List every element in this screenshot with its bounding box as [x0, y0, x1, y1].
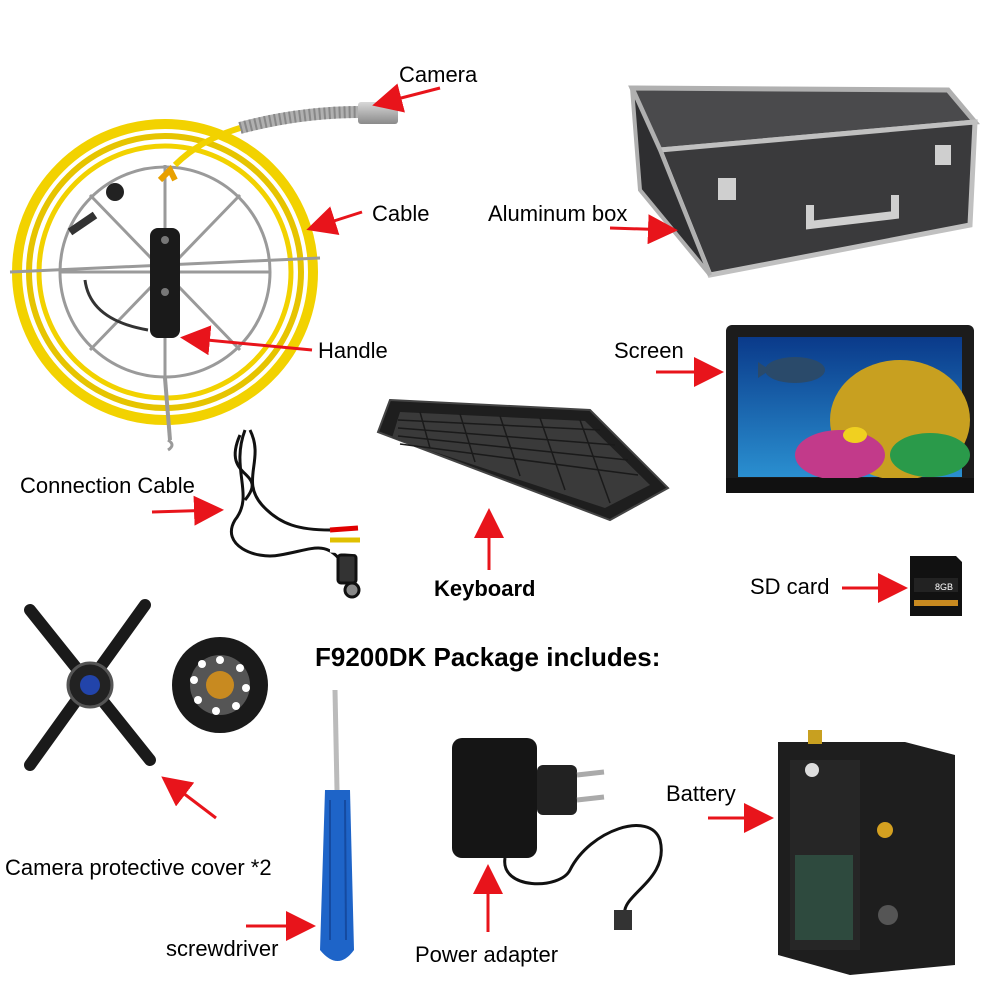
label-keyboard: Keyboard — [434, 576, 536, 601]
sd-card-image: 8GB — [910, 556, 962, 616]
label-connection-cable: Connection Cable — [20, 473, 195, 498]
keyboard-image — [376, 398, 670, 522]
battery-image — [778, 730, 955, 975]
camera-protective-covers-image — [24, 599, 268, 771]
package-title: F9200DK Package includes: — [315, 642, 661, 672]
label-camera-protective-cover: Camera protective cover *2 — [5, 855, 272, 880]
label-sd-card: SD card — [750, 574, 830, 599]
label-handle: Handle — [318, 338, 388, 363]
label-battery: Battery — [666, 781, 736, 806]
cable-arrow — [306, 206, 363, 235]
connection-cable-arrow — [151, 495, 224, 526]
label-aluminum-box: Aluminum box — [488, 201, 628, 226]
connection-cable-image — [230, 429, 361, 599]
arrows — [151, 83, 908, 941]
handle-arrow — [180, 325, 313, 356]
camera-cover-arrow — [161, 776, 217, 820]
label-power-adapter: Power adapter — [415, 942, 559, 967]
monitor-image — [726, 325, 974, 493]
power-adapter-image — [452, 738, 663, 930]
cable-reel-image — [9, 102, 398, 452]
aluminum-box-image — [628, 85, 981, 278]
sd-card-capacity: 8GB — [935, 582, 953, 592]
screwdriver-image — [320, 689, 354, 961]
label-camera: Camera — [399, 62, 478, 87]
label-cable: Cable — [372, 201, 430, 226]
reel-handle — [150, 228, 180, 338]
camera-head — [358, 102, 398, 124]
camera-arrow — [372, 83, 441, 113]
label-screwdriver: screwdriver — [166, 936, 279, 961]
aluminum-box-arrow — [609, 214, 678, 245]
label-screen: Screen — [614, 338, 684, 363]
